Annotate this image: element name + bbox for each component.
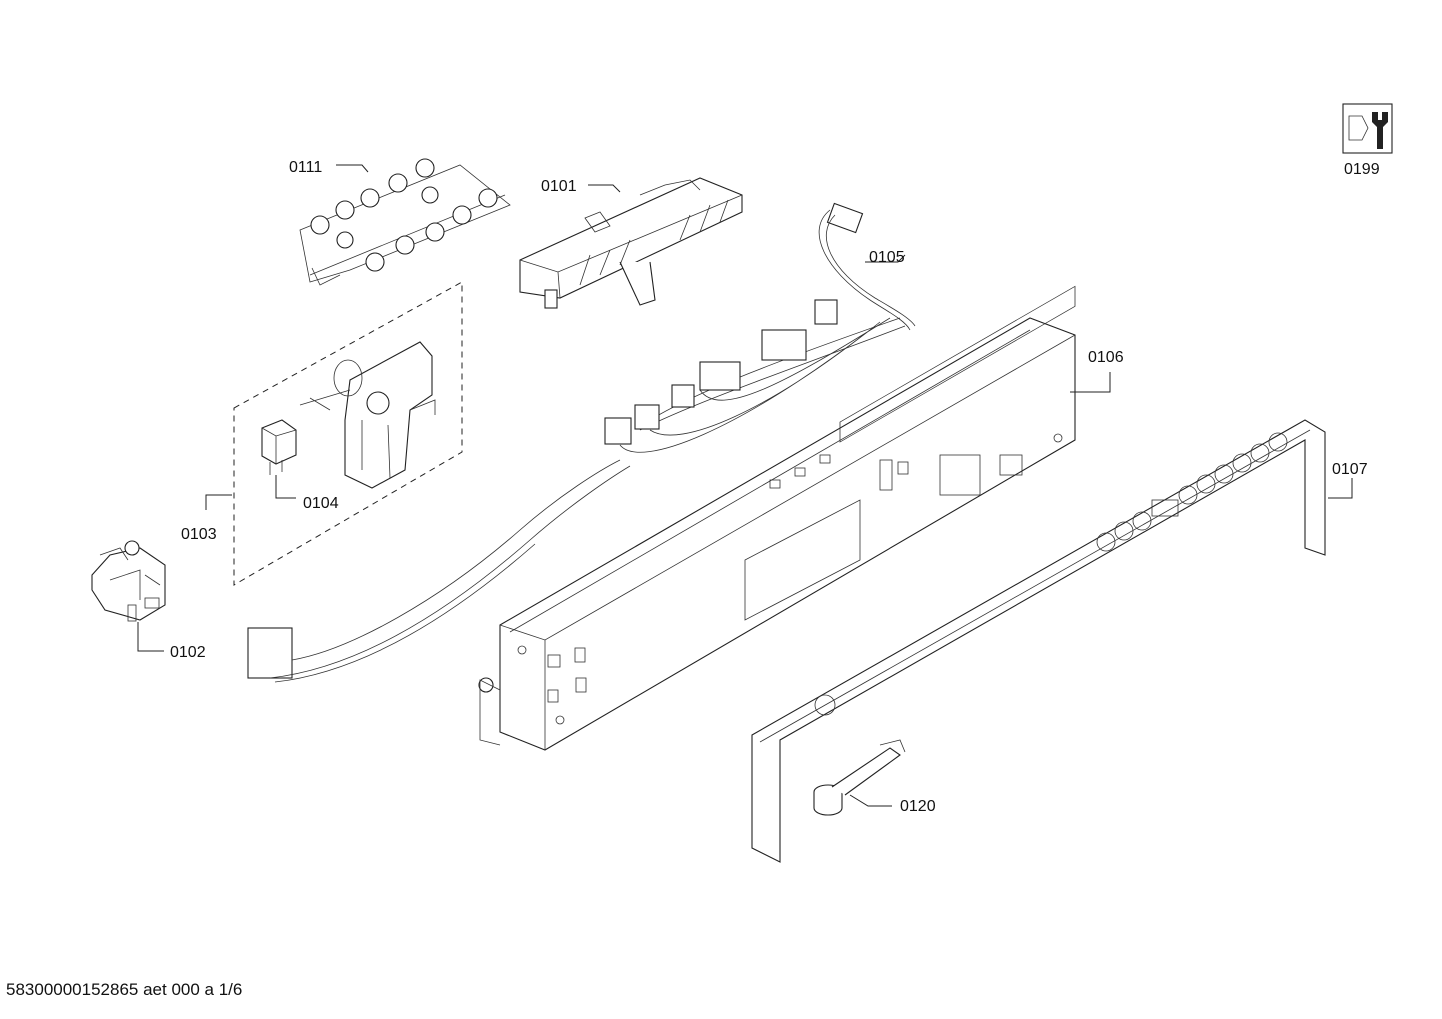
part-0102-switch-unit (91, 540, 166, 622)
part-0106-control-frame (478, 285, 1076, 751)
label-0105: 0105 (869, 249, 905, 266)
label-0111: 0111 (289, 159, 322, 176)
label-0106: 0106 (1088, 349, 1124, 366)
label-0104: 0104 (303, 495, 339, 512)
label-0103: 0103 (181, 526, 217, 543)
label-0101: 0101 (541, 178, 577, 195)
label-0199: 0199 (1344, 161, 1380, 178)
part-0101-control-module (519, 177, 743, 309)
label-0102: 0102 (170, 644, 206, 661)
part-0103-door-lock (299, 341, 436, 489)
part-0120-lever (813, 739, 906, 816)
wrench-nut-icon (1342, 103, 1393, 154)
part-0107-trim-strip (751, 419, 1326, 863)
part-0104-microswitch (261, 419, 297, 475)
label-0120: 0120 (900, 798, 936, 815)
label-0107: 0107 (1332, 461, 1368, 478)
footer-document-id: 58300000152865 aet 000 a 1/6 (6, 980, 243, 999)
part-0105-cable-harness (247, 202, 916, 683)
part-0111-button-set (299, 158, 511, 286)
part-0103-assembly-outline (233, 281, 463, 586)
